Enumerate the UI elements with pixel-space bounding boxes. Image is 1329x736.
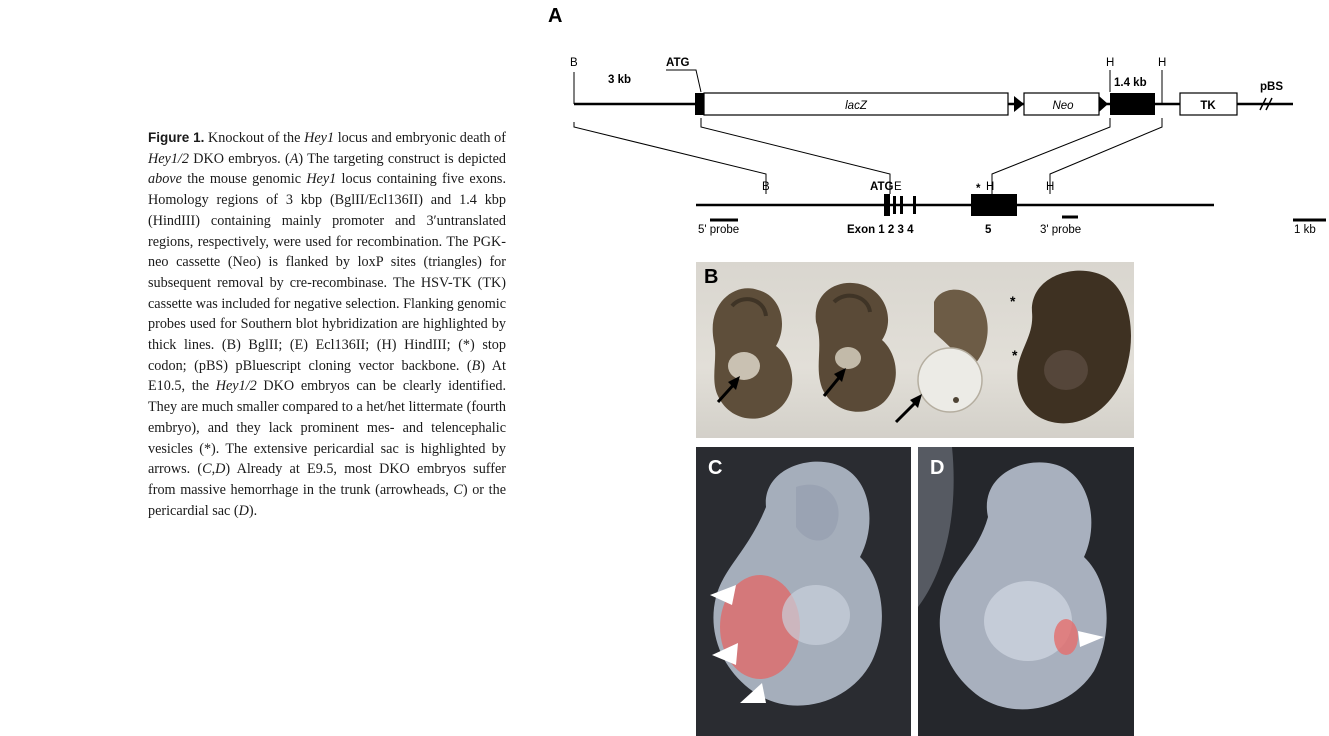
targeting-construct-diagram: A B 3 kb ATG lacZ Neo H H 1.4 kb TK pBS … — [548, 0, 1329, 260]
exon-4 — [913, 196, 916, 214]
loxp-left-triangle — [1014, 96, 1024, 112]
panel-b-label: B — [704, 266, 718, 289]
exon-numbers-label: Exon 1 2 3 4 — [847, 224, 914, 236]
panel-b-photo: * * B — [696, 262, 1134, 438]
homology-3kb-label: 3 kb — [608, 74, 631, 86]
scale-bar-label: 1 kb — [1294, 224, 1316, 236]
locus-b-site-label: B — [762, 181, 770, 193]
dko-embryo-1 — [713, 288, 793, 418]
construct-atg-bracket — [666, 70, 701, 92]
caption-italic-term: C,D — [202, 461, 225, 477]
locus-atg-label: ATG — [870, 181, 893, 193]
construct-h-right-label: H — [1158, 57, 1166, 69]
caption-italic-term: B — [472, 358, 481, 374]
panel-c-label: C — [708, 457, 722, 480]
exon-1 — [884, 194, 890, 216]
panel-d-embryo-illustration — [918, 447, 1134, 736]
locus-e-site-label: E — [894, 181, 902, 193]
pbs-label: pBS — [1260, 81, 1283, 93]
homology-line-h-right — [1050, 118, 1162, 194]
panel-d-photo: D — [918, 447, 1134, 736]
arrow-icon — [896, 394, 922, 422]
locus-h-right-label: H — [1046, 181, 1054, 193]
loxp-right-triangle — [1099, 96, 1108, 112]
exon-3 — [900, 196, 903, 214]
exon-5-label: 5 — [985, 224, 992, 236]
caption-italic-term: A — [290, 151, 299, 167]
caption-italic-term: D — [239, 503, 249, 519]
dko-embryo-3 — [918, 290, 988, 412]
homology-14kb-label: 1.4 kb — [1114, 77, 1147, 89]
exon1-fragment-box — [695, 93, 704, 115]
locus-h-left-label: H — [986, 181, 994, 193]
het-littermate-embryo — [1017, 271, 1131, 424]
tk-label: TK — [1200, 100, 1216, 112]
vesicle-star-top: * — [1010, 293, 1016, 309]
probe-5-label: 5' probe — [698, 224, 739, 236]
figure-label: Figure 1. — [148, 130, 204, 145]
homology-line-b — [574, 122, 766, 194]
panel-b-embryo-illustration: * * — [696, 262, 1134, 438]
exon-5 — [971, 194, 1017, 216]
construct-b-site-label: B — [570, 57, 578, 69]
panel-d-label: D — [930, 457, 944, 480]
caption-italic-term: Hey1/2 — [216, 378, 257, 394]
panel-c-photo: C — [696, 447, 911, 736]
exon-2 — [893, 196, 896, 214]
homology-line-atg — [701, 118, 890, 194]
caption-italic-term: Hey1 — [304, 130, 334, 146]
figure-caption: Figure 1. Knockout of the Hey1 locus and… — [148, 128, 506, 521]
panel-c-embryo-illustration — [696, 447, 911, 736]
lacz-label: lacZ — [845, 100, 868, 112]
homology-14kb-box — [1110, 93, 1155, 115]
caption-italic-term: Hey1/2 — [148, 151, 189, 167]
caption-italic-term: Hey1 — [306, 171, 336, 187]
panel-a-label: A — [548, 5, 562, 27]
stop-codon-star: * — [976, 183, 981, 195]
vesicle-star-bottom: * — [1012, 347, 1018, 363]
neo-label: Neo — [1052, 100, 1074, 112]
construct-h-left-label: H — [1106, 57, 1114, 69]
caption-italic-term: above — [148, 171, 182, 187]
caption-italic-term: C — [453, 482, 462, 498]
probe-3-label: 3' probe — [1040, 224, 1081, 236]
construct-atg-label: ATG — [666, 57, 689, 69]
